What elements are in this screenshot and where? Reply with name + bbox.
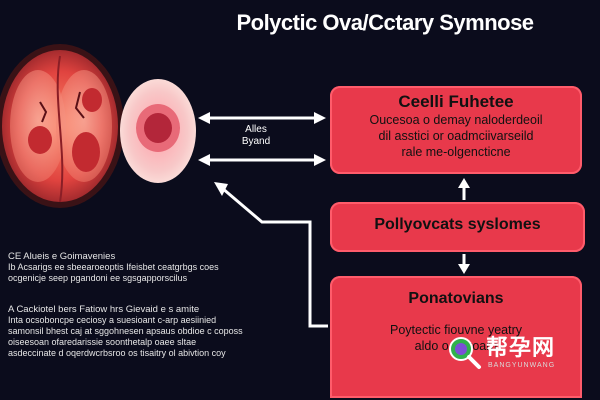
left-note-2-line-4: asdeccinate d oqerdwcrbsroo os tisaitry … bbox=[8, 348, 226, 358]
magnifier-logo-icon bbox=[449, 337, 481, 369]
cell-function-title: Ceelli Fuhetee bbox=[398, 92, 514, 111]
ovarian-box: Ponatovians Poytectic fiouvne yeatry ald… bbox=[330, 276, 582, 398]
arrow-label-line-1: Alles bbox=[245, 124, 267, 135]
follicle-cell-illustration bbox=[120, 79, 196, 183]
left-note-2-line-3: oiseesoan ofaredarissie soonthetalp oaee… bbox=[8, 337, 197, 347]
left-note-1: CE Alueis e Goimavenies Ib Acsarigs ee s… bbox=[8, 251, 253, 284]
left-note-2: A Cackiotel bers Fatiow hrs Gievaid e s … bbox=[8, 304, 253, 359]
cell-function-line-1: Oucesoa o demay naloderdeoil bbox=[369, 113, 543, 127]
syndrome-title: Pollyovcats syslomes bbox=[374, 216, 541, 233]
diagram-title: Polyctic Ova/Cctary Symnose bbox=[236, 10, 534, 35]
cell-function-line-2: dil asstici or oadmciivarseild bbox=[378, 129, 534, 143]
arrow-label-line-2: Byand bbox=[241, 136, 271, 147]
ovarian-line-1: Poytectic fiouvne yeatry bbox=[389, 323, 522, 337]
cell-function-text: Oucesoa o demay naloderdeoil dil asstici… bbox=[330, 112, 582, 160]
syndrome-box: Pollyovcats syslomes bbox=[330, 202, 585, 252]
watermark-text: 帮孕网 bbox=[486, 335, 556, 360]
watermark-subtext: BANGYUNWANG bbox=[488, 362, 556, 369]
left-note-2-heading: A Cackiotel bers Fatiow hrs Gievaid e s … bbox=[8, 304, 200, 315]
ovary-illustration bbox=[0, 44, 124, 208]
left-note-1-line-1: Ib Acsarigs ee sbeearoeoptis Ifeisbet ce… bbox=[8, 262, 219, 272]
watermark: 帮孕网 BANGYUNWANG bbox=[446, 330, 596, 380]
left-note-2-line-1: Inta ocsoboncpe ceciosy a suesioant c-ar… bbox=[8, 315, 217, 325]
ovarian-title: Ponatovians bbox=[408, 290, 504, 307]
left-note-2-line-2: samonsil bhest caj at sggohnesen apsaus … bbox=[8, 326, 243, 336]
cell-function-line-3: rale me-olgencticne bbox=[401, 145, 511, 159]
cell-function-box: Ceelli Fuhetee Oucesoa o demay naloderde… bbox=[330, 86, 582, 174]
arrow-label: Alles Byand bbox=[226, 124, 286, 148]
left-note-1-heading: CE Alueis e Goimavenies bbox=[8, 251, 116, 262]
left-note-1-line-2: ocgenicje seep pgandoni ee sgsgapporscil… bbox=[8, 273, 188, 283]
